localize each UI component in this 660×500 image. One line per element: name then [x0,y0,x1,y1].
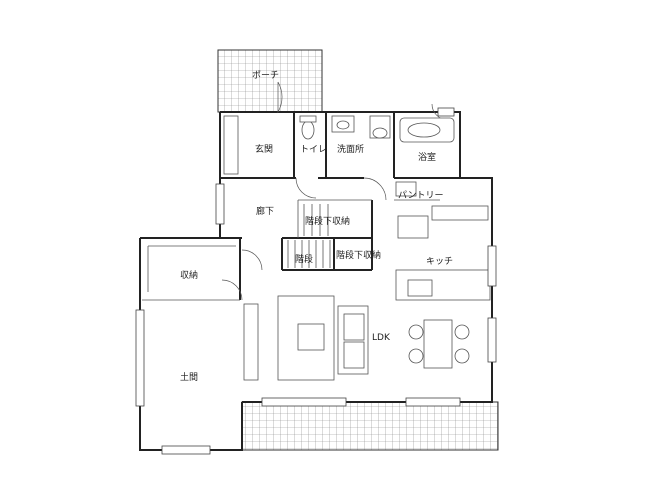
room-label-stairs: 階段 [295,253,313,265]
room-label-understair-storage-lower: 階段下収納 [336,249,381,261]
fixtures [147,115,470,381]
terrace-tile-area [241,401,499,451]
room-label-bathroom: 浴室 [418,151,436,163]
room-label-understair-storage-upper: 階段下収納 [305,215,350,227]
room-label-storage: 収納 [180,269,198,281]
windows [135,107,497,455]
room-label-porch: ポーチ [252,70,279,81]
room-label-ldk: LDK [372,333,391,343]
interior-walls [142,112,491,301]
room-label-entrance: 玄関 [255,143,273,155]
room-label-toilet: トイレ [300,145,327,155]
room-label-hallway: 廊下 [256,205,274,217]
room-label-pantry: パントリー [398,190,443,201]
porch-tile-area [217,49,323,113]
room-label-kitchen: キッチ [426,256,453,267]
room-label-washroom: 洗面所 [337,143,364,155]
room-label-earth-floor: 土間 [180,371,198,383]
stair-treads [287,204,331,268]
